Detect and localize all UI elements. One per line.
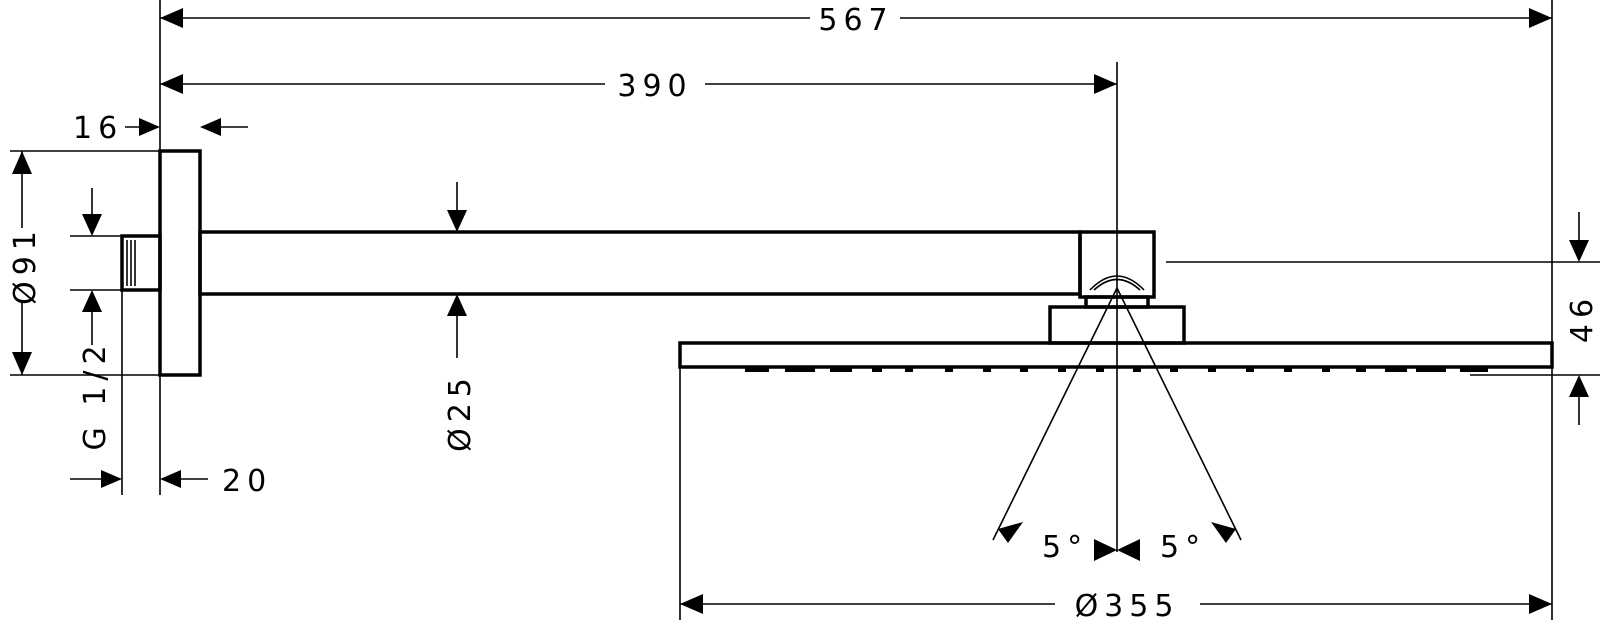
dim-flange-diameter-label: Ø91 — [8, 225, 43, 305]
dim-thread-label: G 1/2 — [78, 339, 113, 450]
dim-flange-thickness-label: 16 — [73, 111, 123, 146]
dim-head-height-label: 46 — [1565, 293, 1600, 343]
dimension-flange-diameter: Ø91 — [5, 151, 43, 375]
dim-arm-diameter-label: Ø25 — [443, 372, 478, 452]
dimension-overall-length: 567 — [160, 2, 1552, 38]
tilt-line-right — [1116, 287, 1242, 541]
dimension-arm-length: 390 — [160, 68, 1117, 104]
wall-flange — [158, 149, 202, 377]
shower-arm — [198, 230, 1082, 296]
dim-head-diameter-label: Ø355 — [1075, 589, 1180, 624]
dimension-flange-thickness: 16 — [73, 111, 248, 146]
extension-lines — [10, 0, 1600, 620]
dimension-thread-length: 20 — [70, 464, 272, 499]
dimension-head-diameter: Ø355 — [680, 588, 1552, 624]
dim-arm-length-label: 390 — [617, 69, 692, 104]
dim-overall-length-label: 567 — [818, 3, 893, 38]
dimension-thread: G 1/2 — [78, 188, 113, 451]
dim-thread-length-label: 20 — [222, 464, 272, 499]
shower-head-plate — [678, 341, 1554, 369]
tilt-line-left — [992, 287, 1118, 541]
dimension-arm-diameter: Ø25 — [443, 182, 478, 452]
spray-nozzles — [745, 367, 1488, 372]
shower-head — [678, 341, 1554, 372]
dim-tilt-right-label: 5° — [1160, 530, 1206, 565]
dim-tilt-left-label: 5° — [1042, 530, 1088, 565]
dimension-head-height: 46 — [1565, 212, 1600, 425]
dimension-tilt-angles: 5° 5° — [998, 522, 1236, 565]
